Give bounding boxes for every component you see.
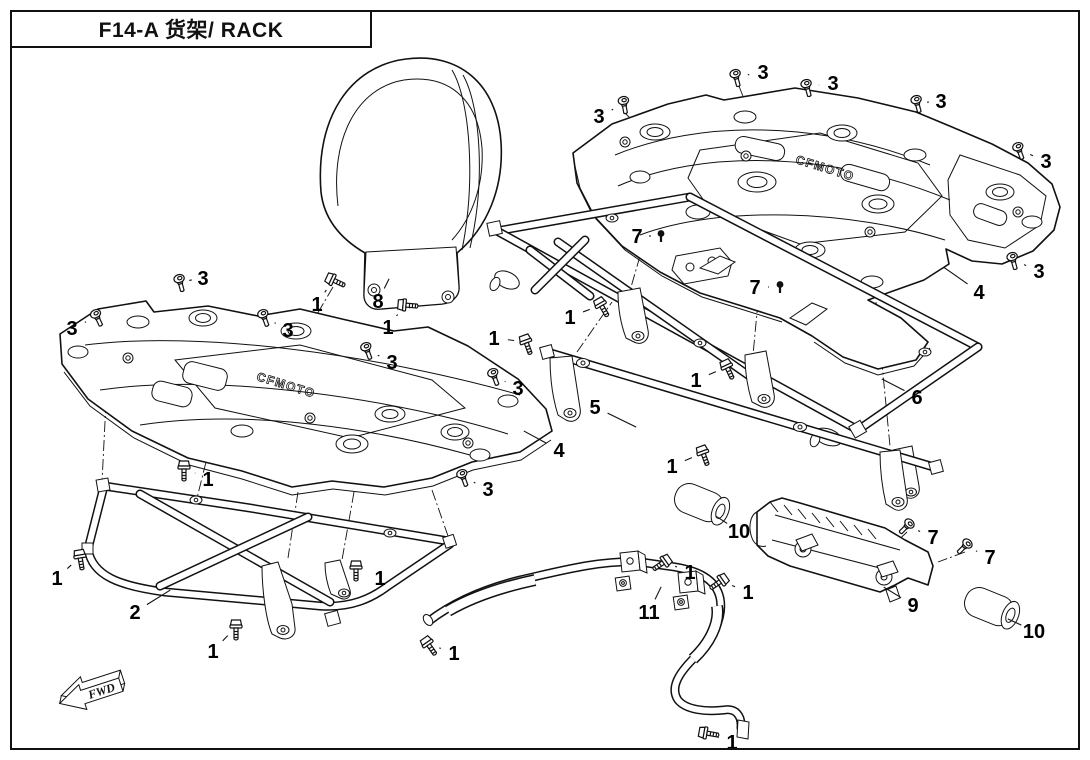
callout-number: 3: [386, 352, 397, 374]
callout-number: 1: [311, 294, 322, 316]
callout-number: 1: [488, 328, 499, 350]
part-roller-right: [963, 587, 1021, 630]
callout-leader: [582, 308, 591, 313]
callout-leader: [611, 108, 614, 111]
hex-bolt-icon: [349, 560, 363, 582]
callout-number: 1: [742, 582, 753, 604]
callout-number: 3: [482, 479, 493, 501]
callout-number: 7: [631, 226, 642, 248]
page-title: F14-A 货架/ RACK: [98, 19, 284, 42]
button-screw-icon: [895, 516, 917, 538]
callout-leader: [1029, 154, 1034, 157]
callout-leader: [715, 515, 728, 524]
callout-number: 3: [1040, 151, 1051, 173]
callout-leader: [731, 585, 736, 588]
part-bracket: [749, 497, 934, 603]
button-screw-icon: [172, 272, 189, 294]
callout-number: 1: [726, 732, 737, 754]
callout-leader: [146, 589, 171, 606]
callout-leader: [523, 430, 547, 444]
part-roller-left: [673, 483, 731, 526]
callout-number: 1: [207, 641, 218, 663]
callout-number: 1: [684, 562, 695, 584]
callout-number: 4: [553, 440, 565, 462]
part-cross-bar: [539, 344, 944, 511]
callout-leader: [881, 378, 905, 392]
button-screw-icon: [616, 95, 632, 116]
callout-leader: [684, 457, 693, 462]
callout-number: 1: [666, 456, 677, 478]
hex-bolt-icon: [177, 460, 191, 482]
button-screw-icon: [953, 536, 975, 558]
callout-number: 7: [984, 547, 995, 569]
part-grab-bar: [422, 550, 750, 740]
callout-number: 3: [827, 73, 838, 95]
callout-number: 1: [564, 307, 575, 329]
callout-number: 1: [374, 568, 385, 590]
callout-leader: [943, 266, 968, 285]
callout-leader: [675, 565, 678, 568]
callout-number: 3: [197, 268, 208, 290]
hex-bolt-icon: [517, 332, 537, 357]
callout-number: 10: [728, 521, 750, 543]
callout-number: 1: [448, 643, 459, 665]
callout-number: 3: [593, 106, 604, 128]
callout-leader: [84, 321, 87, 323]
callout-leader: [222, 635, 229, 642]
callout-number: 1: [51, 568, 62, 590]
callout-leader: [883, 586, 902, 599]
callout-leader: [607, 412, 637, 428]
part-backrest: [319, 57, 503, 310]
callout-leader: [1023, 264, 1027, 267]
hex-bolt-icon: [323, 271, 348, 292]
callout-number: 1: [690, 370, 701, 392]
callout-leader: [274, 322, 276, 324]
callout-leader: [473, 481, 476, 484]
callout-leader: [975, 550, 978, 552]
callout-leader: [1007, 618, 1022, 626]
callout-number: 3: [512, 378, 523, 400]
callout-number: 3: [282, 320, 293, 342]
hex-bolt-icon: [694, 443, 714, 468]
hex-bolt-icon: [229, 619, 243, 641]
callout-number: 1: [382, 317, 393, 339]
hex-bolt-icon: [697, 725, 721, 742]
callout-leader: [708, 371, 717, 376]
callout-number: 1: [202, 469, 213, 491]
callout-number: 4: [973, 282, 985, 304]
part-rear-frame: [486, 192, 983, 499]
callout-leader: [917, 530, 921, 533]
callout-leader: [66, 564, 72, 569]
part-front-rack: CFMOTO: [59, 300, 553, 496]
callout-number: 3: [66, 318, 77, 340]
callout-leader: [396, 314, 399, 317]
callout-number: 9: [907, 595, 918, 617]
callout-number: 3: [935, 91, 946, 113]
button-screw-icon: [728, 67, 745, 89]
callout-leader: [383, 278, 390, 289]
title-box: F14-A 货架/ RACK: [10, 10, 372, 48]
callout-number: 11: [638, 602, 659, 624]
callout-number: 5: [589, 397, 600, 419]
callout-number: 3: [757, 62, 768, 84]
fwd-marker: FWD: [58, 669, 126, 711]
callout-number: 3: [1033, 261, 1044, 283]
callout-number: 6: [911, 387, 922, 409]
callout-number: 8: [372, 291, 383, 313]
callout-leader: [654, 586, 662, 600]
callout-number: 7: [927, 527, 938, 549]
callout-leader: [507, 339, 515, 342]
hex-bolt-icon: [418, 634, 441, 659]
callout-number: 7: [749, 277, 760, 299]
part-front-frame: [81, 477, 458, 640]
callout-number: 10: [1023, 621, 1045, 643]
callout-leader: [377, 354, 380, 357]
callout-number: 2: [129, 602, 140, 624]
callout-leader: [324, 289, 327, 293]
